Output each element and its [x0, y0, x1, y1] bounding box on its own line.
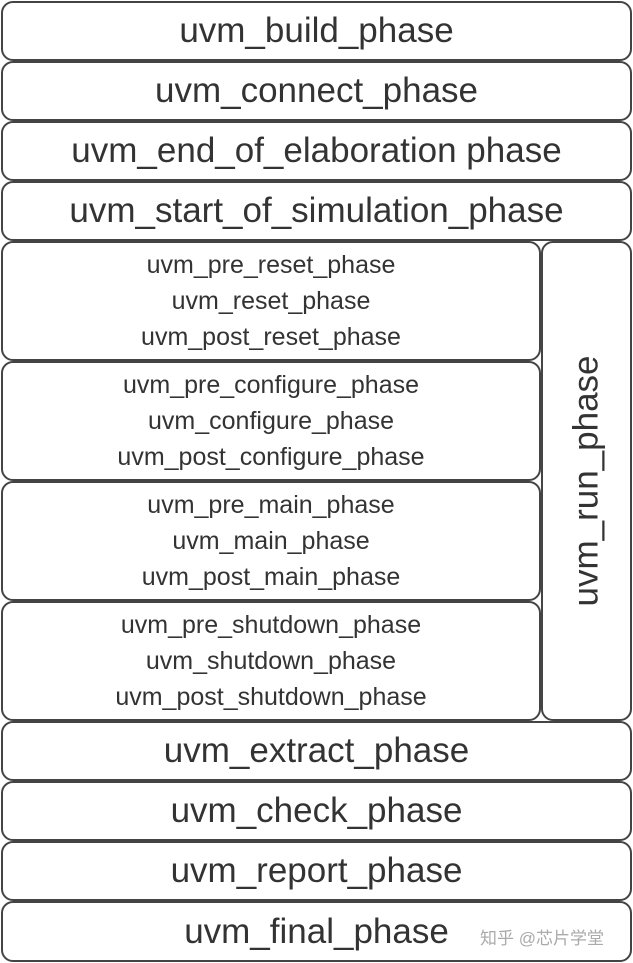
watermark: 知乎 @芯片学堂 [480, 929, 604, 948]
phase-label: uvm_configure_phase [148, 407, 394, 435]
phase-label: uvm_pre_main_phase [147, 491, 395, 519]
check-phase-box: uvm_check_phase [1, 781, 632, 841]
end-of-elaboration-phase-box: uvm_end_of_elaboration phase [1, 121, 632, 181]
start-of-simulation-phase-box: uvm_start_of_simulation_phase [1, 181, 632, 241]
run-phase-label: uvm_run_phase [566, 355, 606, 607]
extract-phase-box: uvm_extract_phase [1, 721, 632, 781]
phase-label: uvm_pre_shutdown_phase [120, 611, 422, 639]
final-phase-box: uvm_final_phase [1, 901, 632, 962]
phase-label: uvm_reset_phase [171, 287, 371, 315]
phase-label: uvm_post_reset_phase [141, 323, 401, 351]
connect-phase-box: uvm_connect_phase [1, 61, 632, 121]
main-phase-group: uvm_pre_main_phase uvm_main_phase uvm_po… [1, 481, 541, 601]
phase-label: uvm_post_configure_phase [117, 443, 425, 471]
reset-phase-group: uvm_pre_reset_phase uvm_reset_phase uvm_… [1, 241, 541, 361]
phase-label: uvm_start_of_simulation_phase [69, 191, 564, 230]
phase-label: uvm_pre_configure_phase [122, 371, 420, 399]
run-phase-box: uvm_run_phase [541, 241, 632, 721]
phase-label: uvm_main_phase [172, 527, 370, 555]
phase-label: uvm_post_main_phase [141, 563, 401, 591]
configure-phase-group: uvm_pre_configure_phase uvm_configure_ph… [1, 361, 541, 481]
phase-label: uvm_shutdown_phase [145, 647, 397, 675]
phase-label: uvm_report_phase [170, 851, 463, 890]
phase-label: uvm_final_phase [184, 911, 449, 951]
phase-label: uvm_connect_phase [155, 71, 478, 110]
phase-label: uvm_pre_reset_phase [146, 251, 396, 279]
build-phase-box: uvm_build_phase [1, 1, 632, 61]
phase-label: uvm_end_of_elaboration phase [71, 131, 562, 170]
phase-label: uvm_extract_phase [163, 731, 470, 770]
report-phase-box: uvm_report_phase [1, 841, 632, 901]
phase-label: uvm_check_phase [170, 791, 463, 830]
shutdown-phase-group: uvm_pre_shutdown_phase uvm_shutdown_phas… [1, 601, 541, 721]
phase-label: uvm_post_shutdown_phase [115, 683, 427, 711]
phase-label: uvm_build_phase [179, 11, 454, 50]
